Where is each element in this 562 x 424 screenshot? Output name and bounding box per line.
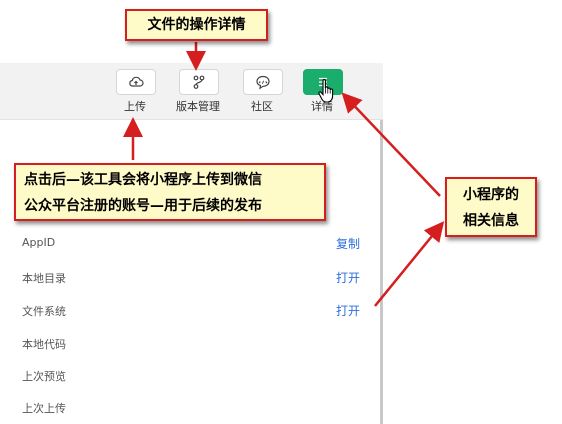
annotation-mini-program-info: 小程序的 相关信息	[445, 177, 537, 237]
upload-button[interactable]: 上传	[103, 69, 167, 115]
hand-cursor-icon	[318, 78, 334, 103]
details-label: 详情	[311, 100, 333, 113]
detail-row-label: 文件系统	[22, 305, 66, 318]
open-local-directory-link[interactable]: 打开	[335, 271, 360, 285]
detail-row-appid: AppID 复制	[22, 236, 360, 254]
arrow-to-detail-rows	[374, 221, 445, 307]
annotation-text: 文件的操作详情	[147, 17, 246, 33]
annotation-text: 公众平台注册的账号—用于后续的发布	[24, 198, 262, 214]
community-chat-icon	[256, 75, 270, 90]
community-button[interactable]: 社区	[230, 69, 294, 115]
detail-row-file-system: 文件系统 打开	[22, 303, 360, 321]
detail-row-last-upload: 上次上传	[22, 400, 360, 418]
arrow-to-details	[341, 92, 441, 197]
detail-row-label: 本地代码	[22, 338, 66, 351]
upload-label: 上传	[124, 100, 146, 113]
community-label: 社区	[251, 100, 273, 113]
annotation-file-operation-details: 文件的操作详情	[125, 9, 268, 41]
detail-row-last-preview: 上次预览	[22, 368, 360, 386]
version-management-label: 版本管理	[176, 100, 220, 113]
detail-row-label: 上次预览	[22, 370, 66, 383]
upload-icon-box	[116, 69, 156, 95]
annotation-text: 相关信息	[463, 213, 519, 229]
copy-appid-link[interactable]: 复制	[335, 237, 360, 251]
detail-row-local-code: 本地代码	[22, 336, 360, 354]
version-management-button[interactable]: 版本管理	[166, 69, 230, 115]
community-icon-box	[243, 69, 283, 95]
toolbar: 上传 版本管理 社区 详情	[0, 63, 383, 120]
annotation-text: 小程序的	[463, 187, 519, 203]
detail-row-local-directory: 本地目录 打开	[22, 270, 360, 288]
cloud-upload-icon	[129, 76, 144, 87]
open-file-system-link[interactable]: 打开	[335, 304, 360, 318]
annotation-upload-explanation: 点击后—该工具会将小程序上传到微信 公众平台注册的账号—用于后续的发布	[14, 163, 326, 221]
detail-row-label: 本地目录	[22, 272, 66, 285]
version-icon-box	[179, 69, 219, 95]
detail-row-label: AppID	[22, 236, 56, 249]
branch-icon	[193, 75, 205, 89]
detail-row-label: 上次上传	[22, 402, 66, 415]
annotation-text: 点击后—该工具会将小程序上传到微信	[24, 172, 262, 188]
